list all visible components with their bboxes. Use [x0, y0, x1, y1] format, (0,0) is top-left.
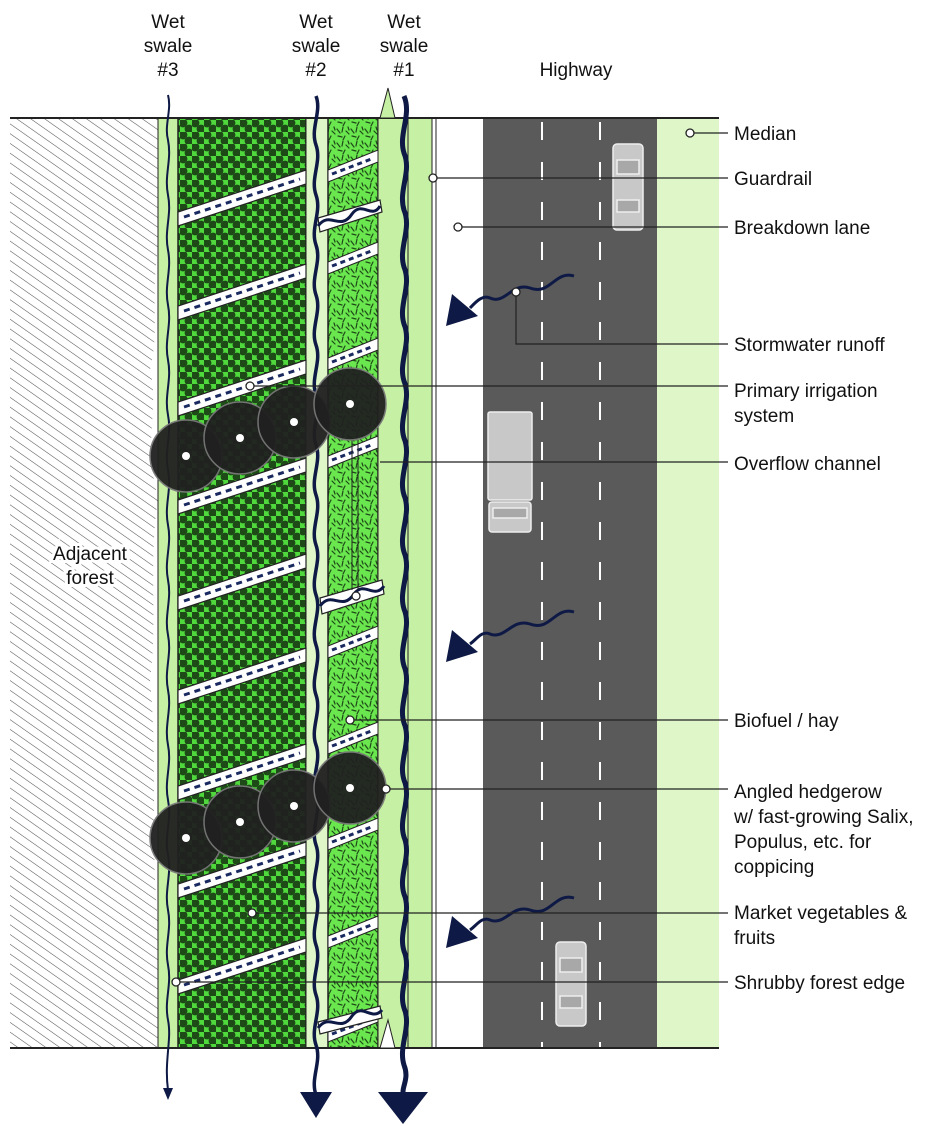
forest-label-line2: forest: [66, 568, 114, 589]
svg-text:swale: swale: [380, 36, 429, 57]
header-highway: Highway: [540, 60, 613, 81]
label-primary-irrigation-1: Primary irrigation: [734, 381, 878, 402]
svg-text:Wet: Wet: [387, 12, 421, 33]
label-median: Median: [734, 124, 796, 145]
label-market-veg-2: fruits: [734, 928, 775, 949]
header-swale3-line1: Wet: [151, 12, 185, 33]
tree-canopies-lower: [149, 751, 387, 875]
hedgerow-field-5: [177, 553, 307, 611]
label-breakdown-lane: Breakdown lane: [734, 218, 870, 239]
header-wet-swale-1: Wet swale #1: [380, 12, 429, 81]
hedgerow-field-6: [177, 647, 307, 705]
svg-text:#1: #1: [393, 60, 414, 81]
hedgerow-field-7: [177, 743, 307, 801]
label-hedgerow-3: Populus, etc. for: [734, 832, 872, 853]
header-swale2-line1: Wet: [299, 12, 333, 33]
callout-labels: Median Guardrail Breakdown lane Stormwat…: [733, 124, 914, 994]
hedgerow-field-4: [177, 457, 307, 515]
label-shrubby-forest-edge: Shrubby forest edge: [734, 973, 905, 994]
car-bottom: [555, 941, 587, 1027]
car-top: [612, 143, 644, 231]
hedgerow-field-8: [177, 841, 307, 899]
adjacent-forest: [10, 118, 158, 1048]
svg-text:forest: forest: [66, 568, 114, 589]
adjacent-forest-label: Adjacent forest: [50, 541, 131, 592]
stormwater-arrowheads: [446, 294, 478, 948]
guardrail: [431, 118, 437, 1048]
truck: [487, 411, 533, 533]
svg-text:Adjacent: Adjacent: [53, 544, 128, 565]
header-swale1-line3: #1: [393, 60, 414, 81]
lane-markings: [541, 122, 601, 1048]
header-wet-swale-2: Wet swale #2: [292, 12, 341, 81]
header-wet-swale-3: Wet swale #3: [144, 12, 193, 81]
roadside-verge: [407, 117, 433, 1049]
label-hedgerow-2: w/ fast-growing Salix,: [733, 807, 914, 828]
svg-text:Wet: Wet: [151, 12, 185, 33]
hedgerow-field-9: [177, 937, 307, 995]
svg-text:swale: swale: [292, 36, 341, 57]
header-swale3-line2: swale: [144, 36, 193, 57]
label-guardrail: Guardrail: [734, 169, 812, 190]
breakdown-lane: [437, 118, 483, 1048]
highway-road: [483, 118, 657, 1048]
hedgerows: [177, 149, 379, 1043]
irrigation-lines: [351, 440, 359, 590]
label-biofuel-hay: Biofuel / hay: [734, 711, 839, 732]
median: [657, 118, 719, 1048]
wet-swale-1: [378, 87, 428, 1124]
header-swale2-line2: swale: [292, 36, 341, 57]
hedgerow-field-3: [177, 359, 307, 417]
header-swale3-line3: #3: [157, 60, 178, 81]
wet-swale-2: [300, 95, 332, 1118]
wet-swale-3: [163, 94, 173, 1100]
label-market-veg-1: Market vegetables &: [734, 903, 908, 924]
header-swale1-line1: Wet: [387, 12, 421, 33]
label-hedgerow-4: coppicing: [734, 857, 814, 878]
svg-text:swale: swale: [144, 36, 193, 57]
header-swale2-line3: #2: [305, 60, 326, 81]
svg-text:#2: #2: [305, 60, 326, 81]
hedgerow-field-2: [177, 263, 307, 321]
label-stormwater-runoff: Stormwater runoff: [734, 335, 885, 356]
label-hedgerow-1: Angled hedgerow: [734, 782, 882, 803]
label-overflow-channel: Overflow channel: [734, 454, 881, 475]
label-primary-irrigation-2: system: [734, 406, 794, 427]
svg-text:#3: #3: [157, 60, 178, 81]
leader-dots: [171, 128, 695, 987]
svg-text:Wet: Wet: [299, 12, 333, 33]
leader-lines: [176, 132, 728, 983]
header-swale1-line2: swale: [380, 36, 429, 57]
hedgerow-field-1: [177, 169, 307, 227]
forest-label-line1: Adjacent: [53, 544, 128, 565]
